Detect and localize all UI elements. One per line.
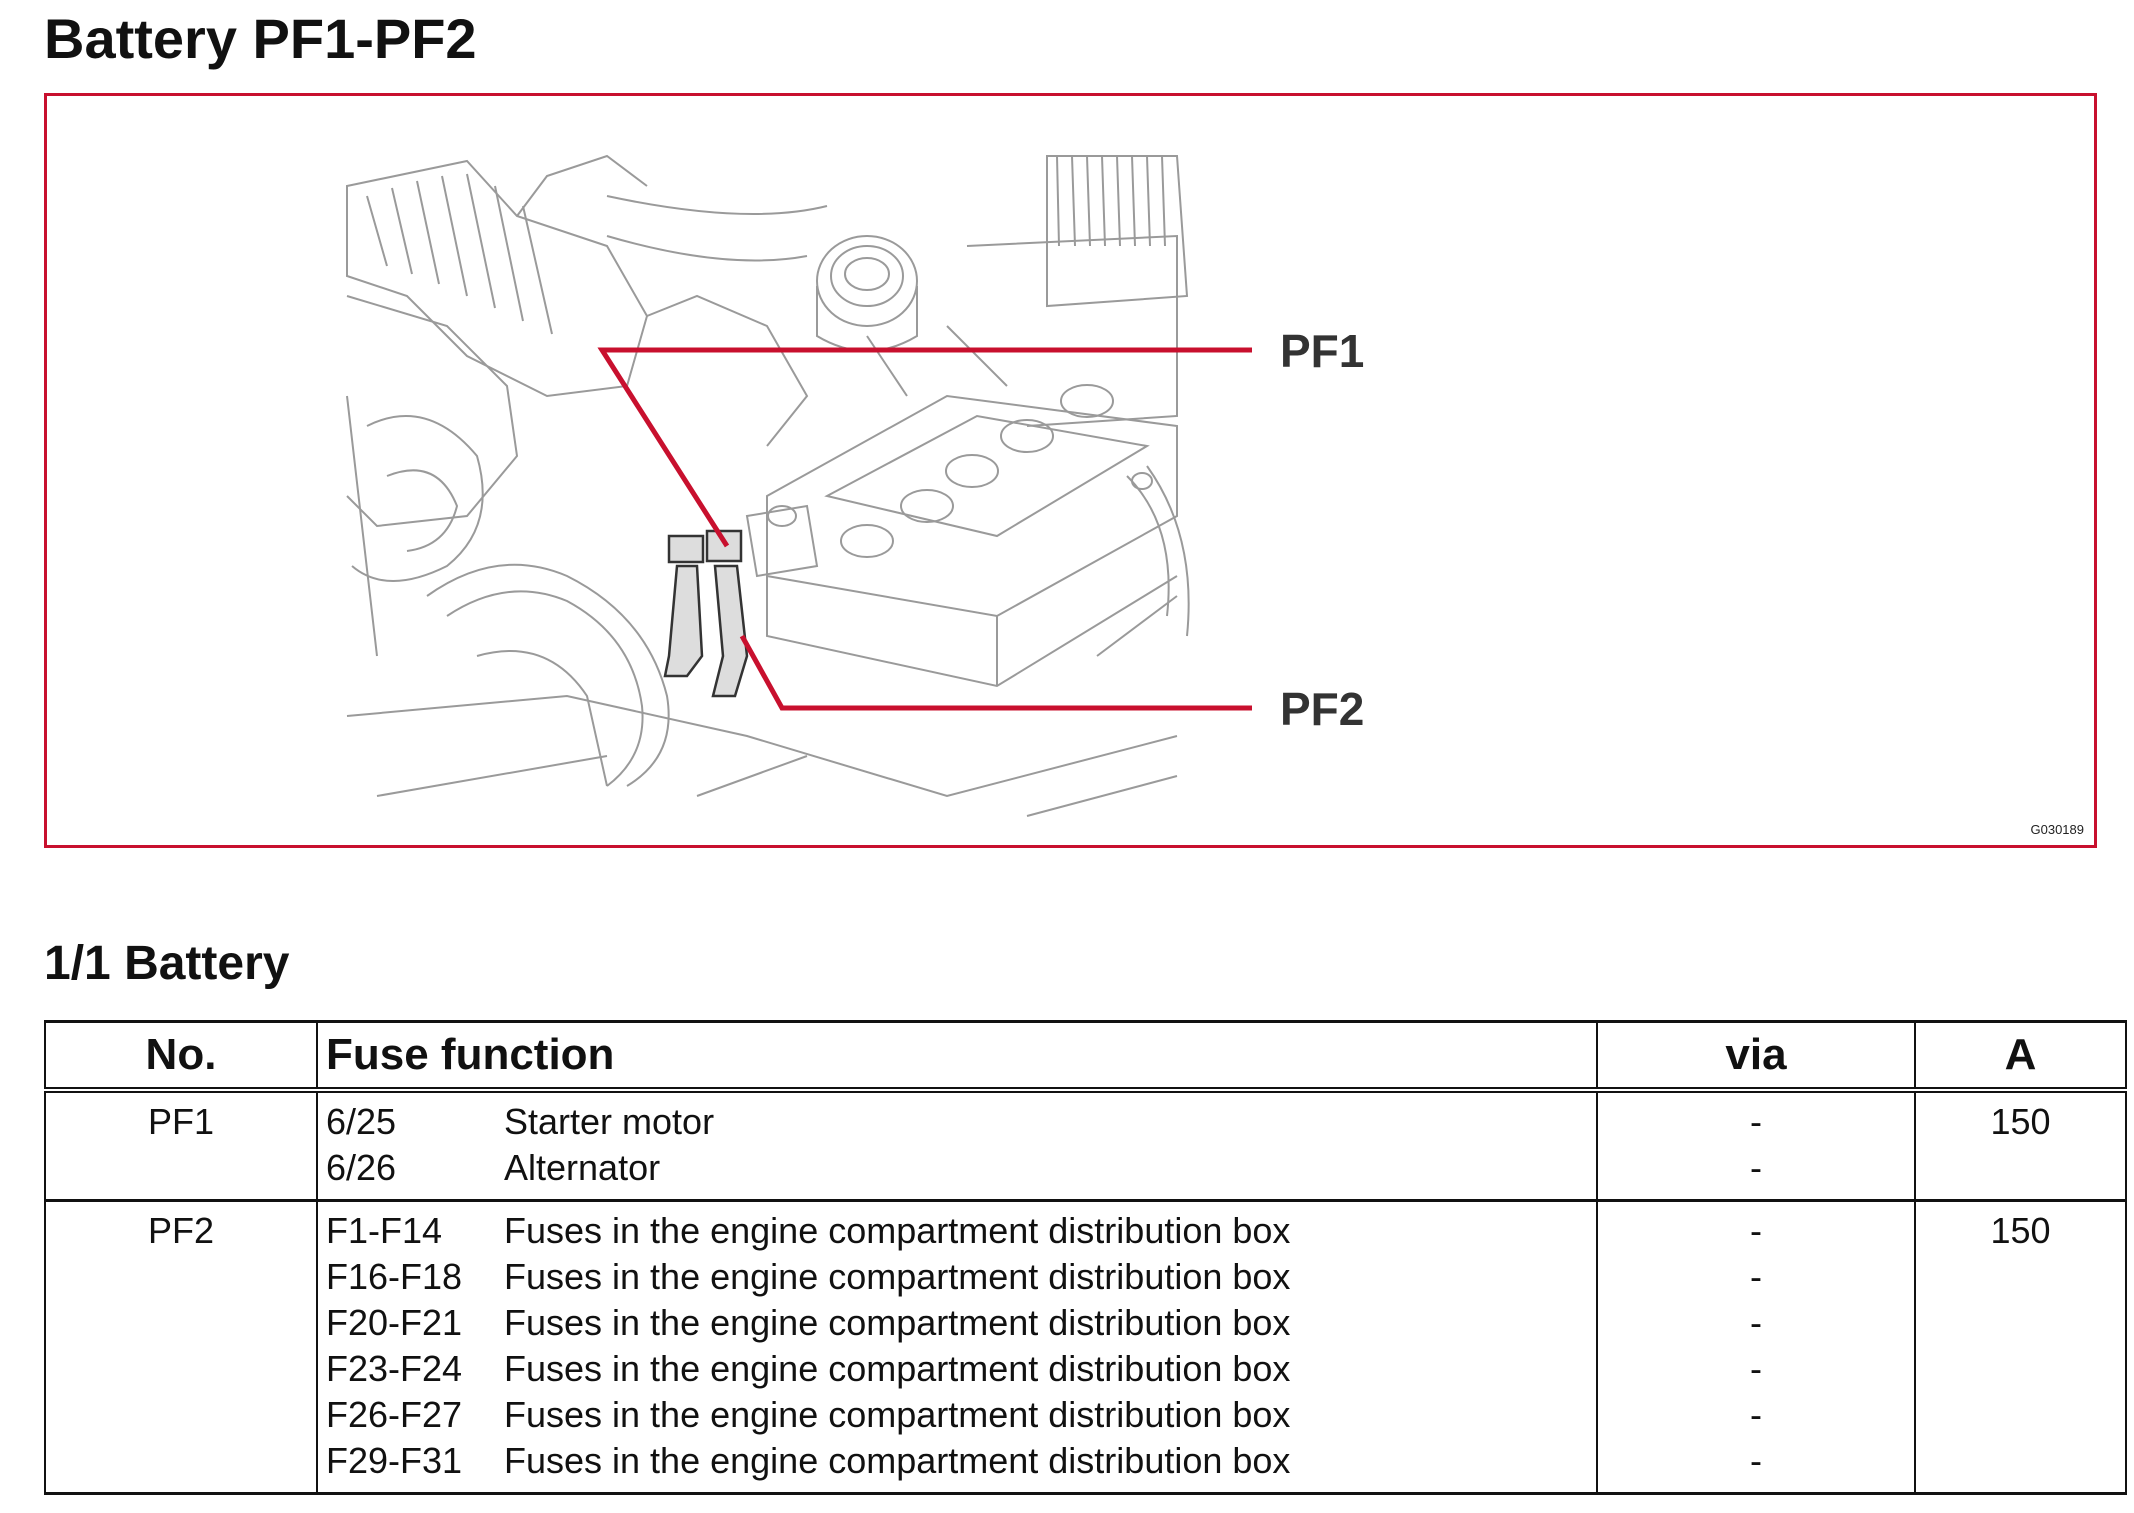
callout-pf2: PF2 (1280, 683, 1365, 735)
amperage: 150 (1914, 1200, 2127, 1495)
fuse-number: PF1 (44, 1090, 318, 1202)
battery-figure: PF1 PF2 G030189 (44, 93, 2097, 848)
function-code: F23-F24 (326, 1348, 463, 1389)
via-value: - (1750, 1394, 1762, 1435)
function-line: 6/25 Starter motor (326, 1099, 1588, 1145)
via-value: - (1750, 1440, 1762, 1481)
header-no: No. (44, 1020, 318, 1093)
function-description: Starter motor (504, 1101, 715, 1142)
function-line: F26-F27 Fuses in the engine compartment … (326, 1392, 1588, 1438)
function-line: F1-F14 Fuses in the engine compartment d… (326, 1208, 1588, 1254)
function-code: F26-F27 (326, 1394, 463, 1435)
header-amps: A (1914, 1020, 2127, 1093)
via-values: - - (1596, 1090, 1916, 1202)
function-description: Fuses in the engine compartment distribu… (504, 1394, 1291, 1435)
function-code: F16-F18 (326, 1256, 463, 1297)
fuse-strap-pf2 (711, 564, 749, 698)
function-line: 6/26 Alternator (326, 1145, 1588, 1191)
via-value: - (1750, 1256, 1762, 1297)
table-header-row: No. Fuse function via A (44, 1020, 2127, 1093)
via-value: - (1750, 1210, 1762, 1251)
section-title: 1/1 Battery (44, 937, 290, 990)
function-line: F20-F21 Fuses in the engine compartment … (326, 1300, 1588, 1346)
fuse-functions: F1-F14 Fuses in the engine compartment d… (316, 1200, 1598, 1495)
function-code: F1-F14 (326, 1210, 443, 1251)
table-row: PF1 6/25 Starter motor 6/26 Alternator -… (44, 1090, 2127, 1202)
amperage: 150 (1914, 1090, 2127, 1202)
page-title: Battery PF1-PF2 (44, 7, 477, 70)
engine-bay-illustration (346, 154, 1252, 817)
function-line: F16-F18 Fuses in the engine compartment … (326, 1254, 1588, 1300)
function-description: Fuses in the engine compartment distribu… (504, 1348, 1291, 1389)
callout-pf1: PF1 (1280, 325, 1365, 377)
via-value: - (1750, 1348, 1762, 1389)
header-fuse-function: Fuse function (316, 1020, 1598, 1093)
header-via: via (1596, 1020, 1916, 1093)
fuse-number: PF2 (44, 1200, 318, 1495)
function-description: Fuses in the engine compartment distribu… (504, 1440, 1291, 1481)
function-code: 6/26 (326, 1147, 397, 1188)
via-value: - (1750, 1147, 1762, 1188)
pf1-leader-line (597, 347, 1252, 548)
function-description: Fuses in the engine compartment distribu… (504, 1210, 1291, 1251)
function-code: 6/25 (326, 1101, 397, 1142)
function-code: F29-F31 (326, 1440, 463, 1481)
fuse-strap-pf1 (663, 564, 704, 678)
function-code: F20-F21 (326, 1302, 463, 1343)
function-description: Fuses in the engine compartment distribu… (504, 1302, 1291, 1343)
via-values: - - - - - - (1596, 1200, 1916, 1495)
function-description: Fuses in the engine compartment distribu… (504, 1256, 1291, 1297)
via-value: - (1750, 1101, 1762, 1142)
fuse-table: No. Fuse function via A PF1 6/25 Starter… (44, 1020, 2127, 1495)
function-description: Alternator (504, 1147, 661, 1188)
figure-id: G030189 (2030, 822, 2085, 837)
table-row: PF2 F1-F14 Fuses in the engine compartme… (44, 1200, 2127, 1495)
fuse-functions: 6/25 Starter motor 6/26 Alternator (316, 1090, 1598, 1202)
function-line: F29-F31 Fuses in the engine compartment … (326, 1438, 1588, 1484)
via-value: - (1750, 1302, 1762, 1343)
pf2-leader-line (739, 634, 1252, 711)
function-line: F23-F24 Fuses in the engine compartment … (326, 1346, 1588, 1392)
